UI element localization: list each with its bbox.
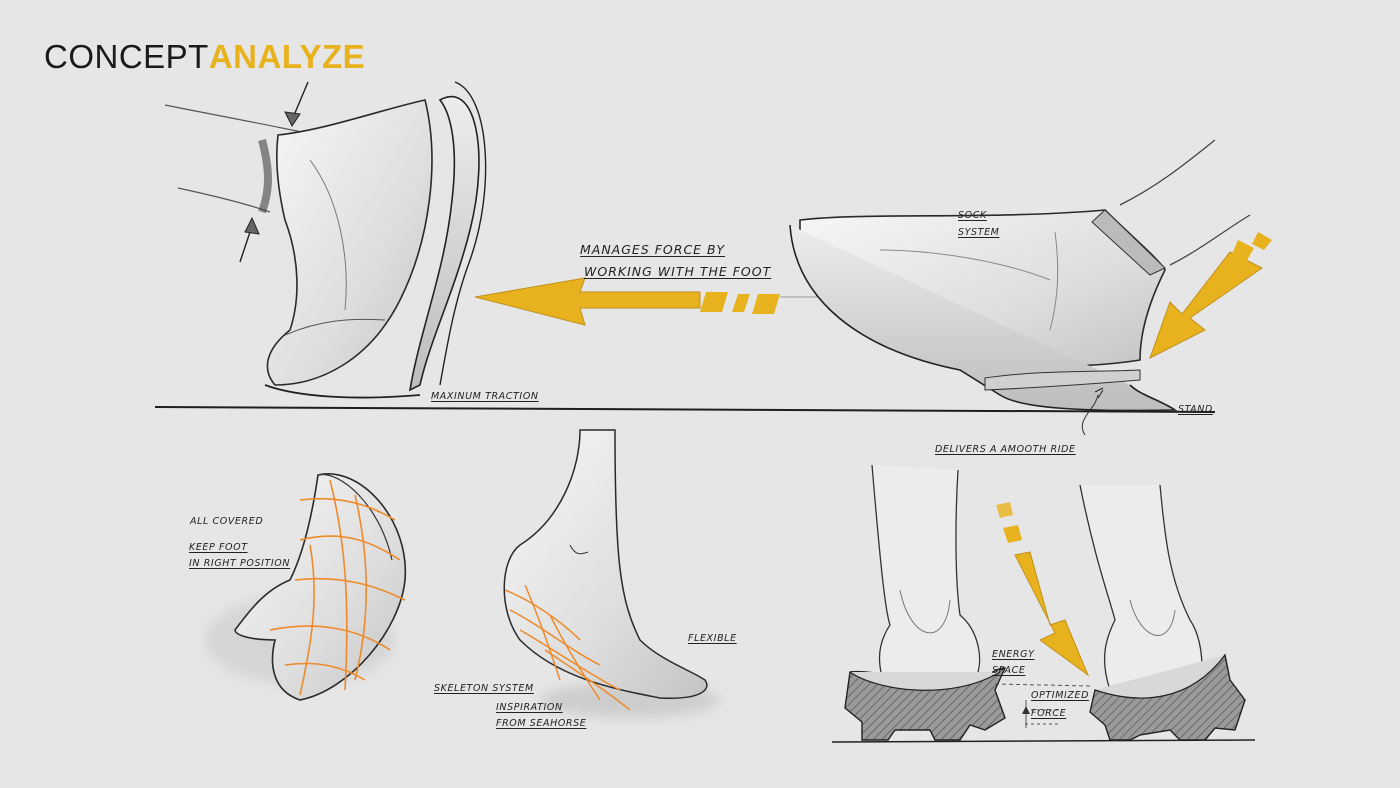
force-arrow-left <box>475 278 830 325</box>
label-energy: ENERGY <box>992 649 1034 660</box>
label-system: SYSTEM <box>958 227 999 238</box>
sock-grid-sketch <box>205 474 405 700</box>
label-all-covered: ALL COVERED <box>190 516 263 527</box>
label-skeleton-system: SKELETON SYSTEM <box>434 683 534 694</box>
label-delivers-ride: DELIVERS A AMOOTH RIDE <box>935 444 1076 455</box>
foot-skeleton-sketch <box>504 430 720 718</box>
force-arrow-diagonal-top <box>1150 232 1272 358</box>
shoe-left-sketch <box>165 82 486 398</box>
label-flexible: FLEXIBLE <box>688 633 737 644</box>
label-from-seahorse: FROM SEAHORSE <box>496 718 586 729</box>
label-inspiration: INSPIRATION <box>496 702 563 713</box>
label-maximum-traction: MAXINUM TRACTION <box>431 391 539 402</box>
label-manages-force: MANAGES FORCE BY <box>580 242 725 257</box>
label-sock: SOCK <box>958 210 987 221</box>
label-working-with-foot: WORKING WITH THE FOOT <box>584 264 771 279</box>
label-force: FORCE <box>1031 708 1066 719</box>
label-stand: STAND <box>1178 404 1213 415</box>
label-space: SPACE <box>992 665 1025 676</box>
label-keep-foot: KEEP FOOT <box>189 542 248 553</box>
shoe-right-sketch <box>790 140 1250 435</box>
label-optimized: OPTIMIZED <box>1031 690 1089 701</box>
label-right-position: IN RIGHT POSITION <box>189 558 290 569</box>
